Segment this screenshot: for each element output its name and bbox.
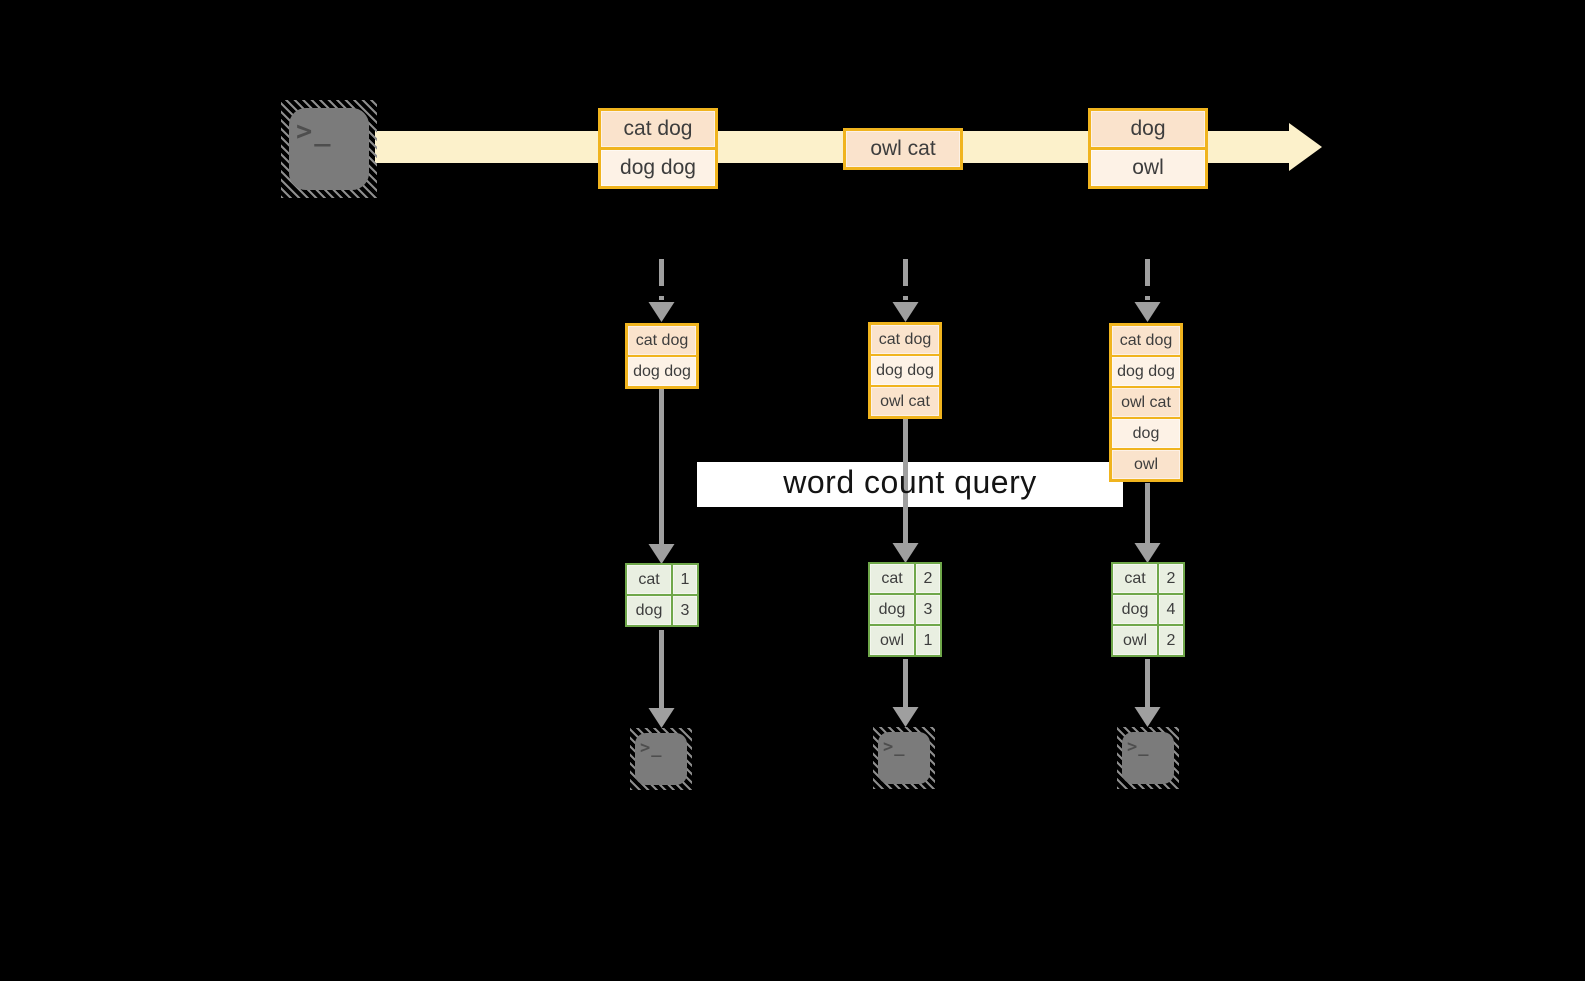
table-cell-count: 1 [916,626,940,655]
batch-row: dog [1091,111,1205,147]
table-cell-count: 2 [1159,564,1183,593]
table-cell-word: dog [1113,595,1157,624]
batch-row: owl [1091,150,1205,186]
table-cell-word: cat [627,565,671,594]
sink-arrow-left-head [648,708,675,728]
state-row: owl cat [1112,388,1180,417]
wordcount-table-2: cat 2 dog 3 owl 1 [868,562,942,657]
terminal-core [878,732,930,784]
stream-batch-1-box: cat dog dog dog [598,108,718,189]
stream-arrowhead-icon [1289,123,1322,171]
table-cell-count: 2 [1159,626,1183,655]
sink-terminal-icon-3: >_ [1117,727,1179,789]
state-row: dog dog [871,356,939,385]
table-cell-count: 4 [1159,595,1183,624]
state-row: cat dog [1112,326,1180,355]
table-cell-count: 2 [916,564,940,593]
batch-row: owl cat [846,131,960,167]
terminal-prompt-glyph: >_ [296,116,333,147]
query-arrow-right-head [1134,543,1161,563]
sink-terminal-icon-1: >_ [630,728,692,790]
state-row: owl [1112,450,1180,479]
terminal-core [289,108,369,190]
state-stack-3: cat dog dog dog owl cat dog owl [1109,323,1183,482]
table-cell-word: owl [870,626,914,655]
query-arrow-middle-head [892,543,919,563]
stream-batch-3-box: dog owl [1088,108,1208,189]
state-row: cat dog [628,326,696,355]
dashed-arrows [648,259,1161,322]
state-row: dog dog [628,357,696,386]
terminal-prompt-glyph: >_ [883,737,906,757]
terminal-prompt-glyph: >_ [640,738,663,758]
state-row: cat dog [871,325,939,354]
batch-row: dog dog [601,150,715,186]
batch-row: cat dog [601,111,715,147]
state-row: owl cat [871,387,939,416]
table-cell-count: 3 [916,595,940,624]
dashed-arrow-right-head [1134,302,1161,322]
sink-arrow-middle-head [892,707,919,727]
state-stack-1: cat dog dog dog [625,323,699,389]
table-cell-count: 1 [673,565,697,594]
wordcount-table-3: cat 2 dog 4 owl 2 [1111,562,1185,657]
state-row: dog [1112,419,1180,448]
dashed-arrow-middle-head [892,302,919,322]
sink-terminal-icon-2: >_ [873,727,935,789]
terminal-core [1122,732,1174,784]
table-cell-count: 3 [673,596,697,625]
query-banner [697,462,1123,507]
terminal-core [635,733,687,785]
stream-batch-2-box: owl cat [843,128,963,170]
query-arrow-left-head [648,544,675,564]
table-cell-word: dog [870,595,914,624]
wordcount-table-1: cat 1 dog 3 [625,563,699,627]
query-banner-label: word count query [783,464,1037,500]
table-cell-word: dog [627,596,671,625]
state-stack-2: cat dog dog dog owl cat [868,322,942,419]
source-terminal-icon: >_ [281,100,377,198]
dashed-arrow-left-head [648,302,675,322]
state-row: dog dog [1112,357,1180,386]
terminal-prompt-glyph: >_ [1127,737,1150,757]
sink-arrow-right-head [1134,707,1161,727]
table-cell-word: cat [870,564,914,593]
table-cell-word: cat [1113,564,1157,593]
table-cell-word: owl [1113,626,1157,655]
